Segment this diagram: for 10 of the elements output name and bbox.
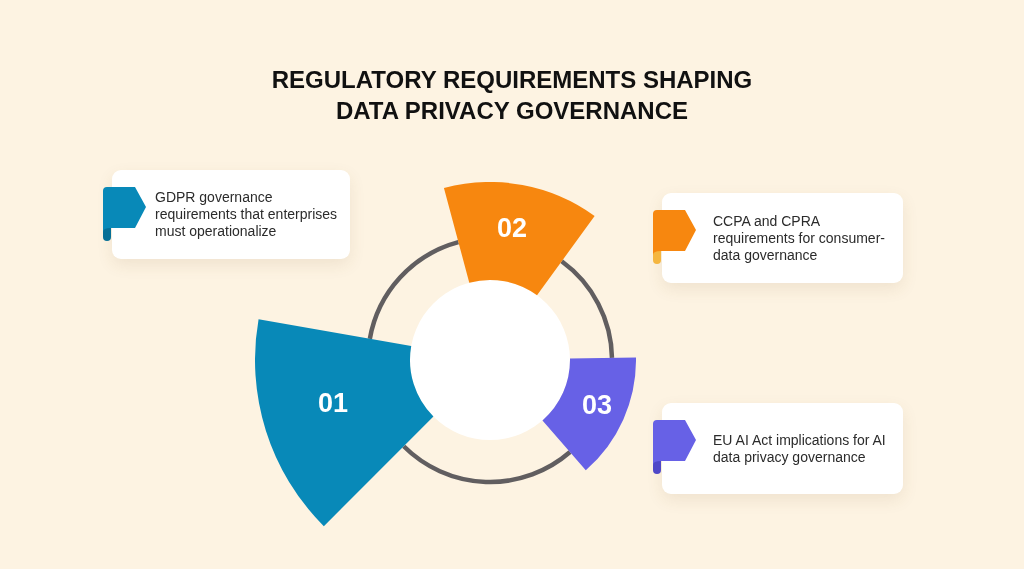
ring-arc [367, 240, 460, 340]
ring-arc [402, 444, 572, 485]
card-text: GDPR governance requirements that enterprises must operationalize [155, 189, 339, 240]
card-text: CCPA and CPRA requirements for consumer-data governance [713, 212, 886, 264]
diagram-title: REGULATORY REQUIREMENTS SHAPING DATA PRIVACY GOVERNANCE [271, 66, 753, 124]
step-number: 01 [318, 389, 348, 417]
step-number: 02 [497, 214, 527, 242]
step-number: 03 [582, 391, 612, 419]
ring-arc [560, 259, 615, 359]
card-text: EU AI Act implications for AI data privacy governance [713, 431, 887, 466]
